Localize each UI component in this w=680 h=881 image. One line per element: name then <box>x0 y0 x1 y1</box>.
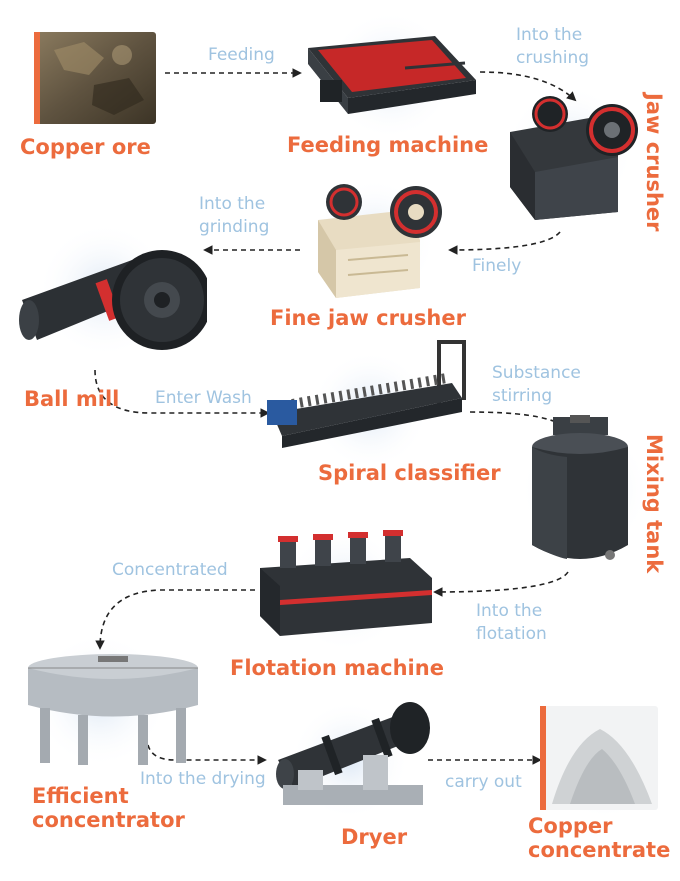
efficient-concentrator-label-line1: Efficient <box>32 784 129 808</box>
jaw-crusher-image <box>510 96 638 220</box>
flotation-machine-image <box>260 530 432 636</box>
mixing-tank-label: Mixing tank <box>642 434 666 574</box>
step-enter-wash: Enter Wash <box>155 388 252 408</box>
step-substance-stirring-line1: Substance <box>492 363 581 383</box>
step-feeding: Feeding <box>208 45 275 65</box>
arrow-tank-to-flotation <box>433 571 569 597</box>
arrow-flotation-to-conc <box>95 589 255 650</box>
copper-concentrate-label-line2: concentrate <box>528 838 671 862</box>
feeding-machine-label: Feeding machine <box>287 133 489 157</box>
ball-mill-image <box>19 250 207 350</box>
step-finely: Finely <box>472 256 522 276</box>
arrow-feeder-to-jaw <box>479 71 577 102</box>
arrow-ball-to-spiral <box>94 369 270 418</box>
jaw-crusher-label: Jaw crusher <box>642 93 666 232</box>
fine-jaw-crusher-label: Fine jaw crusher <box>270 306 466 330</box>
step-into-crushing-line2: crushing <box>516 48 590 68</box>
step-concentrated: Concentrated <box>112 560 228 580</box>
step-into-crushing-line1: Into the <box>516 25 583 45</box>
step-carry-out: carry out <box>445 772 522 792</box>
step-into-flotation-line2: flotation <box>476 624 547 644</box>
spiral-classifier-image <box>267 340 466 448</box>
dryer-image <box>276 702 430 805</box>
fine-jaw-crusher-image <box>318 184 442 298</box>
copper-concentrate-label-line1: Copper <box>528 814 613 838</box>
step-into-flotation-line1: Into the <box>476 601 543 621</box>
feeding-machine-image <box>308 36 476 114</box>
arrow-conc-to-dryer <box>147 744 267 765</box>
spiral-classifier-label: Spiral classifier <box>318 461 501 485</box>
step-into-grinding-line1: Into the <box>199 194 266 214</box>
efficient-concentrator-label-line2: concentrator <box>32 808 185 832</box>
step-substance-stirring-line2: stirring <box>492 386 553 406</box>
arrow-jaw-to-fine <box>448 231 561 255</box>
mixing-tank-image <box>532 415 628 560</box>
copper-ore-image <box>34 32 156 124</box>
efficient-concentrator-image <box>28 654 198 765</box>
step-into-grinding-line2: grinding <box>199 217 270 237</box>
copper-concentrate-image <box>540 706 658 810</box>
dryer-label: Dryer <box>341 825 408 849</box>
step-into-drying: Into the drying <box>140 769 266 789</box>
ball-mill-label: Ball mill <box>24 387 120 411</box>
arrow-spiral-to-tank <box>469 411 564 426</box>
flotation-machine-label: Flotation machine <box>230 656 444 680</box>
copper-ore-label: Copper ore <box>20 135 151 159</box>
